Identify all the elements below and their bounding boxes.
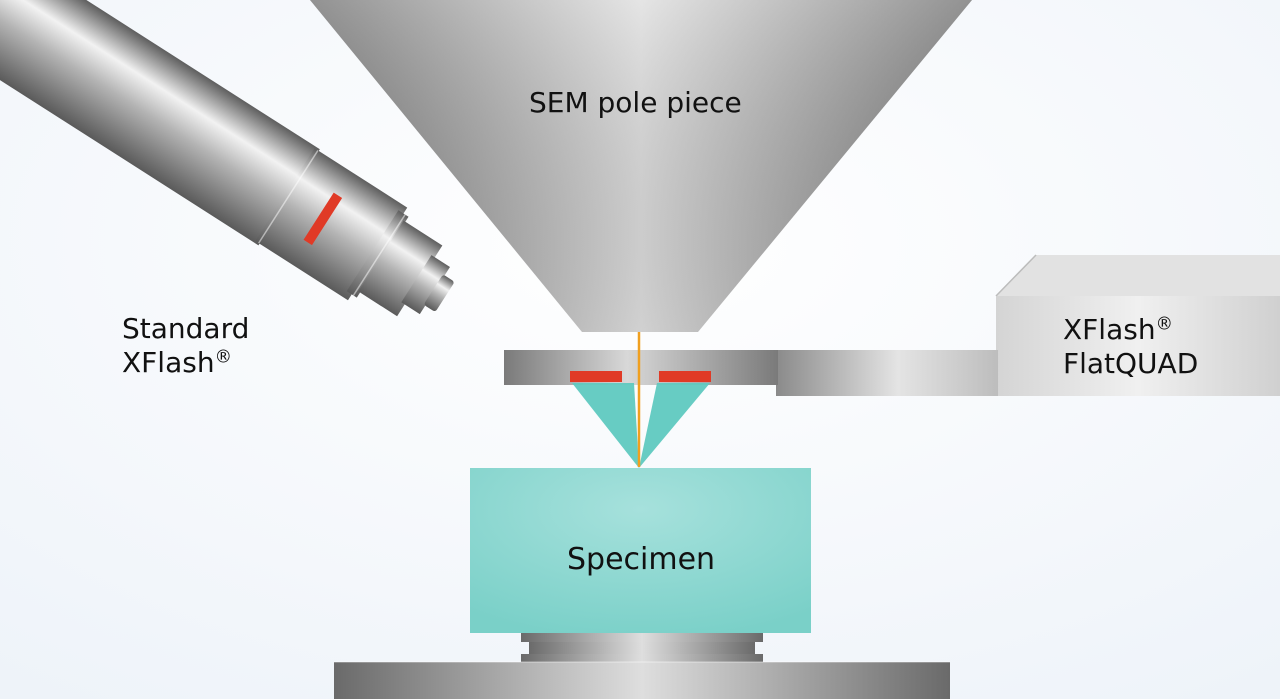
- flatquad-label-line1: XFlash®: [1063, 313, 1173, 346]
- specimen-stage: [334, 633, 950, 699]
- sem-pole-piece: [310, 0, 972, 332]
- flatquad-detector: [504, 254, 1280, 396]
- registered-mark: ®: [1155, 314, 1173, 335]
- xray-cone-left: [572, 383, 639, 468]
- pole-piece-label-text: SEM pole piece: [529, 86, 742, 119]
- flatquad-label-line2: FlatQUAD: [1063, 346, 1199, 380]
- flatquad-sensor-right: [659, 371, 711, 382]
- registered-mark: ®: [214, 347, 232, 368]
- flatquad-label: XFlash® FlatQUAD: [1063, 313, 1198, 380]
- pole-piece-label: SEM pole piece: [529, 86, 742, 120]
- flatquad-sensor-left: [570, 371, 622, 382]
- standard-label-line1: Standard: [122, 312, 250, 345]
- specimen-label-text: Specimen: [567, 542, 716, 577]
- specimen-label: Specimen: [567, 542, 715, 578]
- xray-cone-right: [639, 383, 710, 468]
- standard-detector-sensor: [303, 192, 343, 246]
- standard-xflash-detector: [0, 0, 454, 317]
- standard-xflash-label: Standard XFlash®: [122, 312, 249, 379]
- standard-label-line2: XFlash®: [122, 345, 232, 379]
- specimen-block: [470, 468, 811, 633]
